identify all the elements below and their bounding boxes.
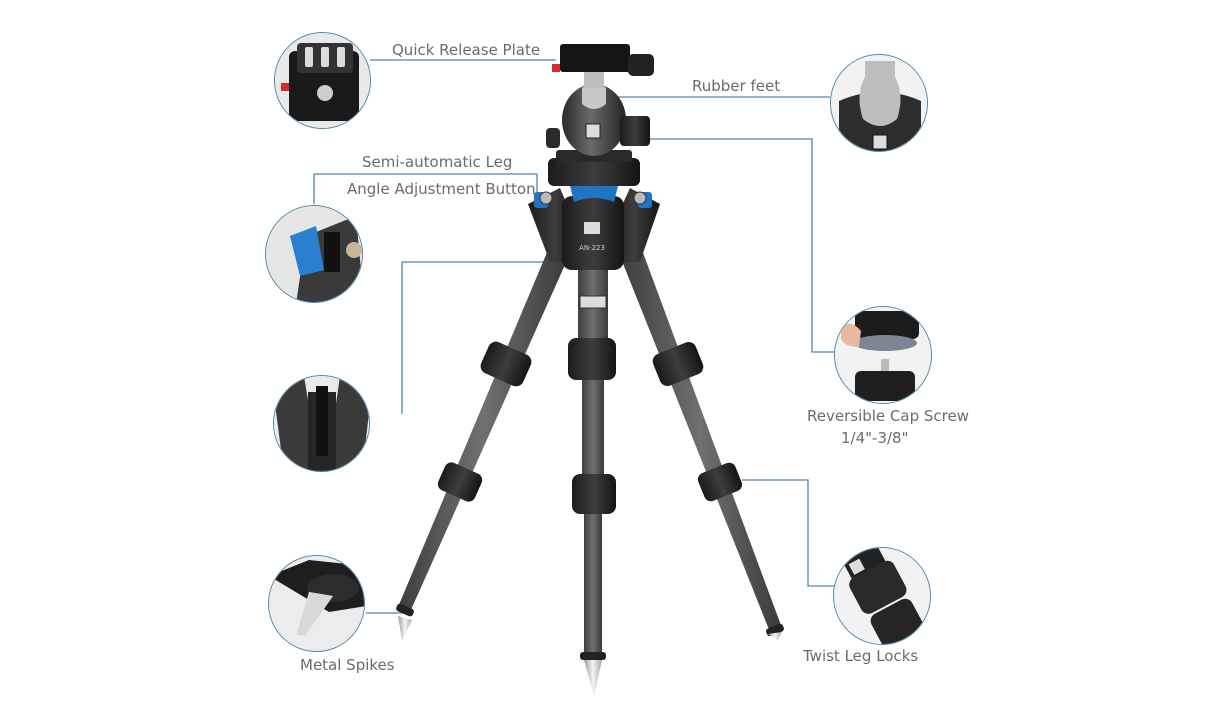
- detail-circle-center-hook: [273, 375, 370, 472]
- metal-spike-icon: [269, 556, 364, 651]
- label-reversible-cap-screw-line2: 1/4"-3/8": [841, 429, 909, 447]
- detail-circle-twist-leg-locks: [833, 547, 931, 645]
- label-leg-angle-button-line1: Semi-automatic Leg: [362, 153, 513, 171]
- ball-head: [546, 44, 654, 186]
- tripod-hub: AN-223: [528, 181, 660, 270]
- right-leg: [620, 250, 784, 640]
- leg-angle-button-icon: [266, 206, 362, 302]
- left-leg: [396, 250, 568, 640]
- detail-circle-rubber-feet: [830, 54, 928, 152]
- label-reversible-cap-screw-line1: Reversible Cap Screw: [807, 407, 969, 425]
- reversible-cap-screw-icon: [835, 307, 931, 403]
- label-quick-release-plate: Quick Release Plate: [392, 41, 541, 59]
- detail-circle-metal-spikes: [268, 555, 365, 652]
- label-metal-spikes: Metal Spikes: [300, 656, 395, 674]
- label-leg-angle-button-line2: Angle Adjustment Button: [347, 180, 536, 198]
- center-hook-icon: [274, 376, 369, 471]
- label-twist-leg-locks: Twist Leg Locks: [803, 647, 919, 665]
- rubber-feet-icon: [831, 55, 927, 151]
- detail-circle-leg-angle-button: [265, 205, 363, 303]
- label-rubber-feet: Rubber feet: [692, 77, 781, 95]
- quick-release-plate-icon: [275, 33, 370, 128]
- detail-circle-reversible-cap-screw: [834, 306, 932, 404]
- svg-text:AN-223: AN-223: [579, 244, 605, 252]
- twist-leg-lock-icon: [834, 548, 930, 644]
- center-leg: [568, 250, 616, 696]
- detail-circle-quick-release-plate: [274, 32, 371, 129]
